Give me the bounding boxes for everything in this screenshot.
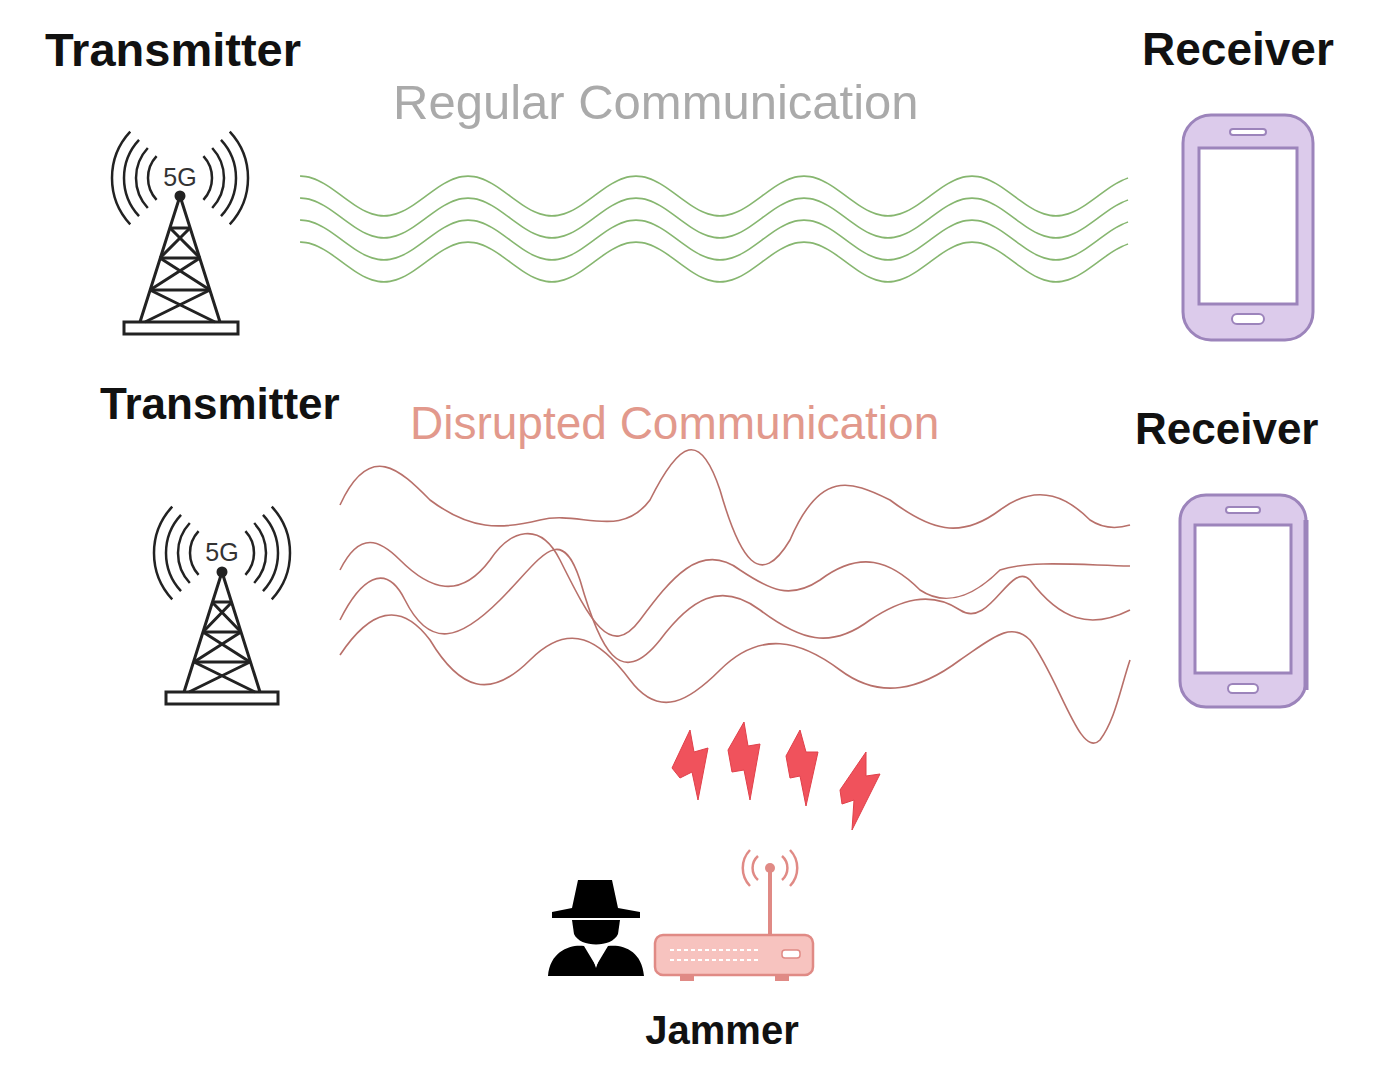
spy-figure xyxy=(548,946,644,976)
tower-icon xyxy=(166,692,278,704)
jammer-device xyxy=(765,863,775,873)
radio-waves xyxy=(230,132,248,225)
phone-icon xyxy=(1304,520,1309,690)
phone-icon xyxy=(1183,115,1313,340)
radio-waves xyxy=(166,515,181,591)
lightning-bolt xyxy=(672,722,880,830)
tower-icon xyxy=(145,228,215,322)
radio-waves xyxy=(272,507,290,600)
spy-figure xyxy=(552,880,640,918)
radio-waves xyxy=(221,140,236,216)
jammer-device xyxy=(655,850,813,981)
radio-waves xyxy=(263,515,278,591)
tower-icon xyxy=(176,192,184,200)
tower-icon xyxy=(124,322,238,334)
phone-icon xyxy=(1230,129,1266,135)
network-label: 5G xyxy=(163,164,196,192)
jammer-device xyxy=(670,959,760,961)
tower-icon xyxy=(189,602,255,692)
device-label: Transmitter xyxy=(45,24,301,76)
radio-waves xyxy=(148,156,157,200)
jammer-device xyxy=(680,975,694,981)
tower-icon xyxy=(124,192,238,334)
jammer-device xyxy=(743,850,797,886)
phone-icon xyxy=(1180,495,1306,707)
jammer-device xyxy=(670,949,760,951)
phone-icon xyxy=(1195,525,1291,673)
phone-icon xyxy=(1199,148,1297,304)
radio-waves xyxy=(212,148,224,208)
phone-icon xyxy=(1183,115,1313,340)
phone-icon xyxy=(1232,314,1264,324)
phone-icon xyxy=(1180,495,1306,707)
radio-waves xyxy=(136,148,148,208)
radio-waves xyxy=(112,132,248,225)
jammer-device xyxy=(655,935,813,975)
network-label: 5G xyxy=(205,539,238,567)
jammer-device xyxy=(775,975,789,981)
tower-icon xyxy=(166,568,278,704)
lightning-bolt xyxy=(728,722,760,800)
tower-icon xyxy=(184,572,260,692)
disrupted-waves xyxy=(340,534,1130,636)
device-label: Jammer xyxy=(645,1008,798,1052)
scenario-title: Regular Communication xyxy=(393,76,919,130)
radio-waves xyxy=(112,132,130,225)
device-label: Receiver xyxy=(1135,405,1318,453)
tower-icon xyxy=(140,196,220,322)
jammer-device xyxy=(768,868,772,935)
device-label: Transmitter xyxy=(100,380,340,428)
radio-waves xyxy=(124,140,139,216)
lightning-bolt xyxy=(672,730,708,800)
spy-figure xyxy=(548,880,644,976)
radio-waves xyxy=(154,507,172,600)
signal-waves xyxy=(300,242,1128,282)
spy-figure xyxy=(572,920,620,945)
disrupted-waves xyxy=(340,549,1130,662)
signal-waves xyxy=(300,176,1128,282)
lightning-bolt xyxy=(786,730,818,806)
tower-icon xyxy=(218,568,226,576)
disrupted-waves xyxy=(340,615,1130,743)
lightning-bolt xyxy=(840,752,880,830)
phone-icon xyxy=(1228,684,1258,693)
disrupted-waves xyxy=(340,450,1130,743)
radio-waves xyxy=(178,523,190,583)
radio-waves xyxy=(245,531,254,575)
scenario-title: Disrupted Communication xyxy=(410,398,939,449)
device-label: Receiver xyxy=(1142,24,1334,75)
spy-figure xyxy=(590,950,602,968)
radio-waves xyxy=(254,523,266,583)
disrupted-waves xyxy=(340,450,1130,565)
radio-waves xyxy=(154,507,290,600)
radio-waves xyxy=(190,531,199,575)
jammer-device xyxy=(782,950,800,958)
radio-waves xyxy=(203,156,212,200)
phone-icon xyxy=(1226,507,1260,513)
